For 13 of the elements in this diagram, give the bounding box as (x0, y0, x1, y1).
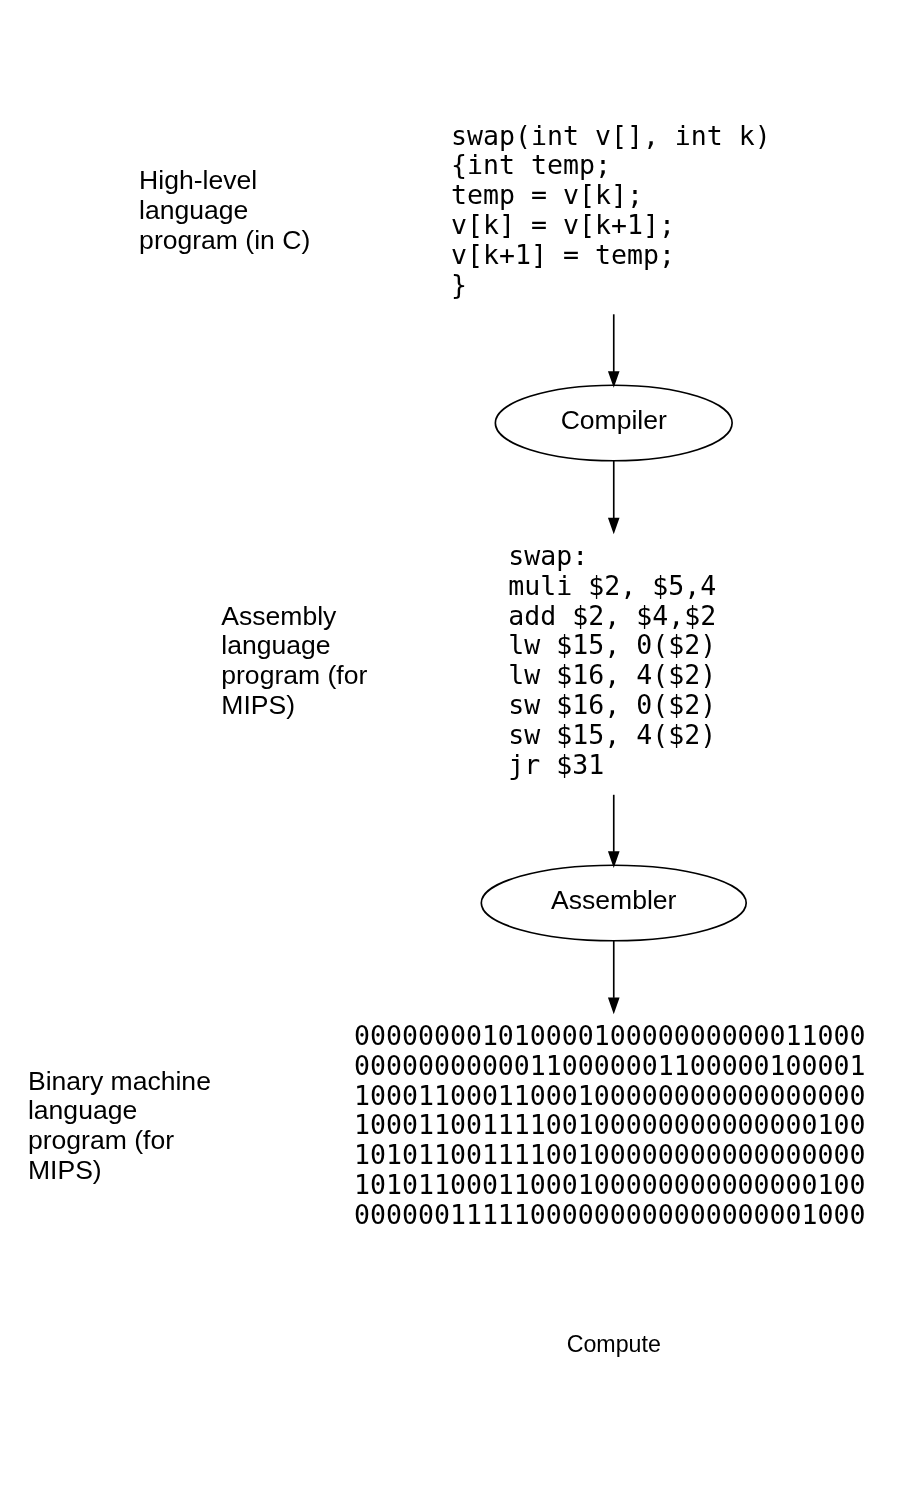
node-text: swap: muli $2, $5,4 add $2, $4,$2 lw $15, 0($2) lw $16, 4($2) sw $16, 0($2) sw $15, 4($2) jr $31 (508, 539, 717, 780)
node-text: 00000000101000010000000000011000 00000000000110000001100000100001 10001100011000100000000000000000 10001100111100100000000000000100 10101100111100100000000000000000 10101100011000100000000000000100 00000011111000000000000000001000 (354, 1019, 866, 1231)
arrow (607, 793, 620, 868)
label: Binary machine language program (for MIPS) (27, 1065, 211, 1186)
label: Compute (566, 1330, 661, 1357)
node-text: swap(int v[], int k) {int temp; temp = v[k]; v[k] = v[k+1]; v[k+1] = temp; } (451, 119, 771, 300)
node-ellipse: Assembler (480, 864, 748, 942)
arrow (607, 313, 620, 388)
label: Assembly language program (for MIPS) (221, 600, 368, 721)
arrow (607, 939, 620, 1015)
label: High-level language program (in C) (139, 165, 311, 256)
arrow (607, 459, 620, 535)
node-ellipse: Compiler (494, 384, 733, 462)
